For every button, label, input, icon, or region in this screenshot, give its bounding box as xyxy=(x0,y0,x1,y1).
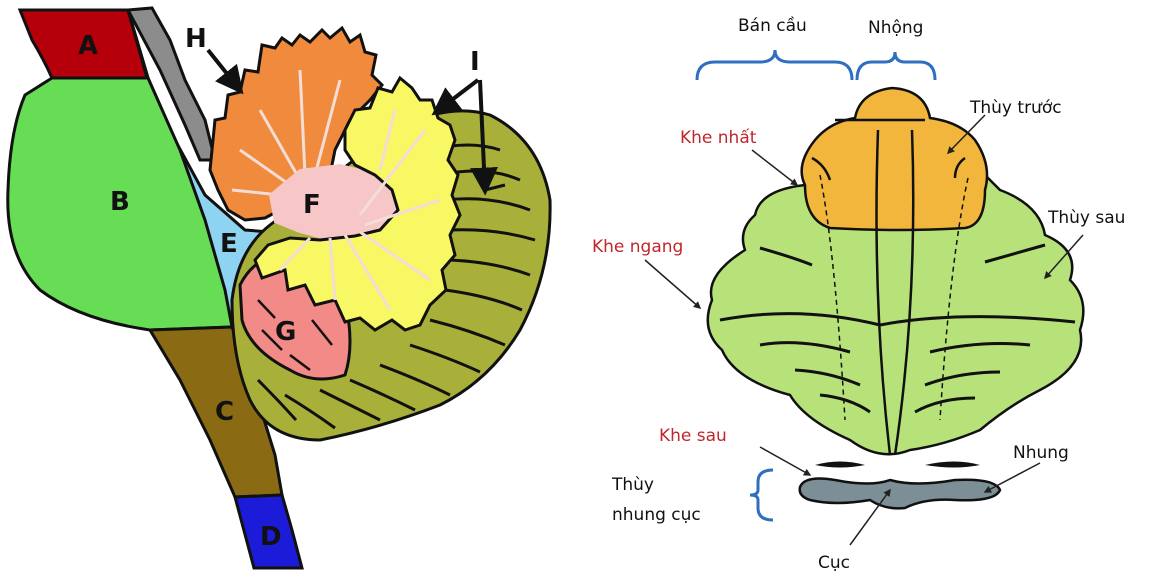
label-h: H xyxy=(185,24,207,54)
label-flocculonodular-1: Thùy xyxy=(611,475,654,495)
label-vermis: Nhộng xyxy=(868,18,923,38)
arrow-flocculus xyxy=(985,463,1040,492)
label-c: C xyxy=(215,397,234,427)
bracket-flocculonodular xyxy=(750,470,773,520)
label-flocculus: Nhung xyxy=(1013,443,1069,463)
arrow-horizontal-fissure xyxy=(645,260,700,308)
bracket-hemisphere xyxy=(697,50,852,80)
posterolateral-slit-left xyxy=(815,462,865,468)
label-horizontal-fissure: Khe ngang xyxy=(592,237,683,257)
label-e: E xyxy=(220,229,238,259)
cerebellum-lobes-diagram: Bán cầu Nhộng Thùy trước Thùy sau Khe nh… xyxy=(592,15,1125,573)
label-posterolateral-fissure: Khe sau xyxy=(659,426,727,446)
label-g: G xyxy=(275,317,296,347)
arrow-primary-fissure xyxy=(752,150,797,185)
label-b: B xyxy=(110,187,130,217)
label-anterior-lobe: Thùy trước xyxy=(969,98,1062,118)
label-flocculonodular-2: nhung cục xyxy=(612,505,701,525)
sagittal-section-diagram: A B C D E F G H I xyxy=(8,8,550,568)
label-a: A xyxy=(78,31,98,61)
label-primary-fissure: Khe nhất xyxy=(680,127,757,148)
label-posterior-lobe: Thùy sau xyxy=(1047,208,1125,228)
arrow-h xyxy=(208,50,240,90)
arrow-i-1 xyxy=(436,80,478,112)
label-f: F xyxy=(303,190,321,220)
label-d: D xyxy=(260,522,282,552)
flocculonodular-lobe xyxy=(800,479,1000,509)
label-i: I xyxy=(470,47,480,77)
label-nodulus: Cục xyxy=(818,553,850,573)
posterolateral-slit-right xyxy=(925,462,980,468)
bracket-vermis xyxy=(857,52,935,80)
label-hemisphere: Bán cầu xyxy=(738,15,807,36)
anterior-lobe xyxy=(802,88,987,230)
